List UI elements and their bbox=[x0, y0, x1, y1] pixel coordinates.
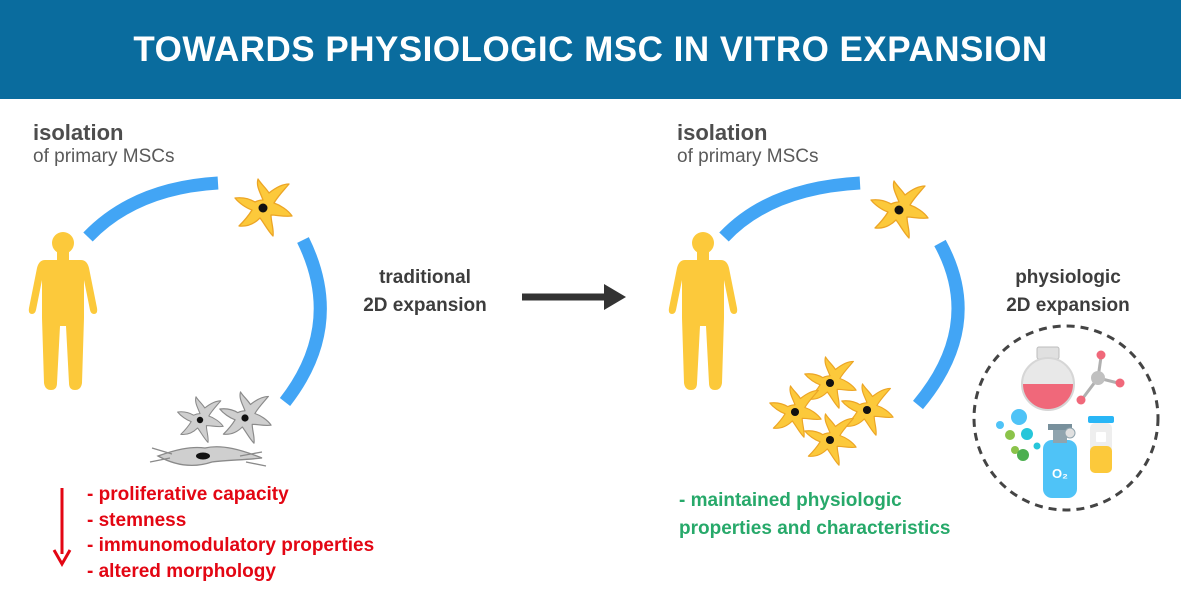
degraded-cell-icon bbox=[177, 396, 224, 443]
right-effect-item: properties and characteristics bbox=[679, 518, 951, 539]
right-cycle-arc-right bbox=[913, 239, 965, 410]
right-cycle-arc-top bbox=[719, 176, 861, 242]
human-figure-icon bbox=[28, 232, 98, 390]
bubbles-icon bbox=[996, 409, 1041, 461]
left-effects-list: - proliferative capacity - stemness - im… bbox=[87, 482, 374, 584]
left-effect-item: - altered morphology bbox=[87, 560, 276, 582]
msc-cell-icon bbox=[769, 385, 822, 438]
left-expansion-label: traditional 2D expansion bbox=[325, 264, 525, 320]
sample-tube-icon bbox=[1088, 416, 1114, 473]
page-title: TOWARDS PHYSIOLOGIC MSC IN VITRO EXPANSI… bbox=[133, 30, 1048, 69]
left-effect-item: - immunomodulatory properties bbox=[87, 535, 375, 556]
right-isolation-title: isolation bbox=[677, 120, 768, 145]
down-arrow-icon bbox=[52, 488, 72, 568]
right-expansion-line1: physiologic bbox=[1015, 267, 1121, 288]
molecule-icon bbox=[1076, 350, 1125, 405]
degraded-cell-icon bbox=[219, 391, 272, 444]
left-expansion-line1: traditional bbox=[379, 267, 471, 288]
right-expansion-label: physiologic 2D expansion bbox=[968, 264, 1168, 320]
oxygen-tank-icon bbox=[1043, 424, 1077, 498]
oxygen-label: O₂ bbox=[1052, 466, 1068, 481]
left-effect-item: - proliferative capacity bbox=[87, 484, 289, 505]
left-cycle-arc-right bbox=[279, 237, 327, 406]
msc-cell-icon bbox=[234, 178, 293, 237]
human-figure-icon bbox=[668, 232, 738, 390]
header-banner: TOWARDS PHYSIOLOGIC MSC IN VITRO EXPANSI… bbox=[0, 0, 1181, 99]
left-cycle-arc-top bbox=[83, 176, 219, 242]
right-effects-list: - maintained physiologic properties and … bbox=[679, 487, 950, 543]
right-effect-item: - maintained physiologic bbox=[679, 490, 902, 511]
left-effect-item: - stemness bbox=[87, 509, 187, 531]
right-expansion-line2: 2D expansion bbox=[1006, 295, 1130, 316]
left-isolation-title: isolation bbox=[33, 120, 124, 145]
msc-cell-icon bbox=[841, 383, 894, 436]
msc-cell-icon bbox=[870, 180, 929, 239]
right-isolation-subtitle: of primary MSCs bbox=[677, 146, 819, 167]
left-expansion-line2: 2D expansion bbox=[363, 295, 487, 316]
transition-arrow-icon bbox=[522, 284, 626, 310]
elongated-cell-icon bbox=[149, 446, 267, 467]
physiologic-conditions-circle bbox=[972, 324, 1160, 512]
msc-cell-icon bbox=[804, 413, 857, 466]
flask-icon bbox=[1021, 346, 1075, 411]
left-isolation-subtitle: of primary MSCs bbox=[33, 146, 175, 167]
